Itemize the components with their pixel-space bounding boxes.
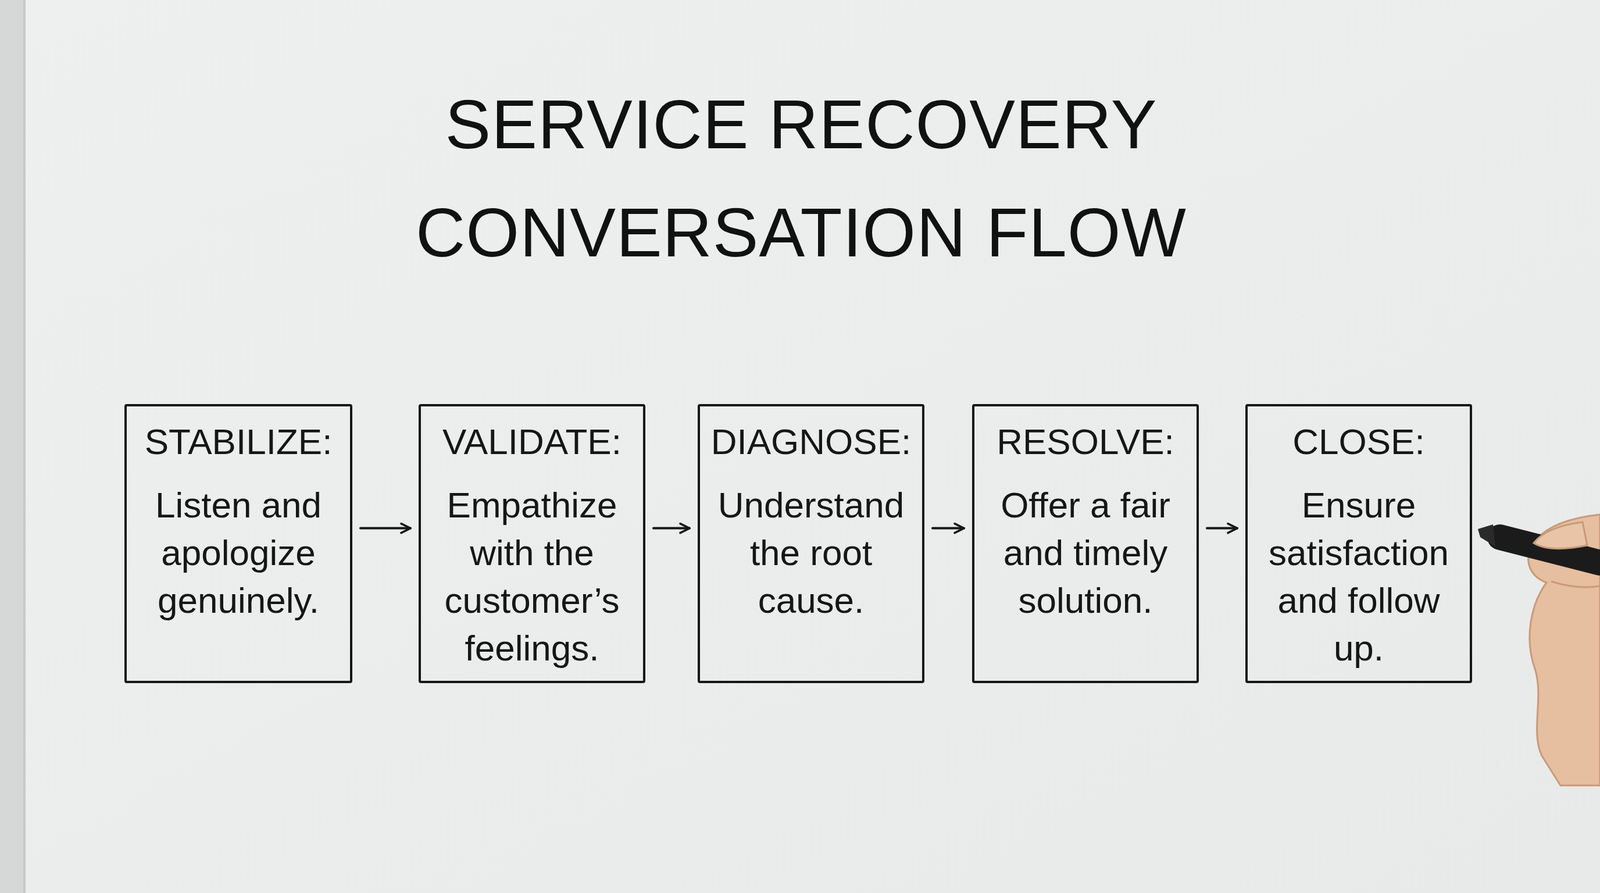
connectors — [360, 527, 1238, 529]
step-heading: DIAGNOSE: — [709, 419, 913, 464]
thumb — [1533, 522, 1588, 549]
process-box: CLOSE: Ensure satisfaction and follow up. — [1245, 404, 1473, 684]
step-description: Understand the root cause. — [709, 481, 913, 625]
step-description: Ensure satisfaction and follow up. — [1256, 481, 1461, 673]
step-heading: RESOLVE: — [983, 419, 1188, 464]
hand-with-marker — [1477, 514, 1600, 786]
process-box: RESOLVE: Offer a fair and timely solution… — [972, 404, 1199, 684]
flow-arrow — [1206, 527, 1238, 530]
step-description: Offer a fair and timely solution. — [983, 481, 1188, 625]
step-heading: VALIDATE: — [430, 419, 634, 464]
flow-arrow — [360, 527, 411, 530]
process-box: DIAGNOSE: Understand the root cause. — [697, 404, 925, 684]
process-box: STABILIZE: Listen and apologize genuinely… — [124, 404, 353, 684]
board-frame-edge — [23, 0, 26, 893]
flow-arrow — [932, 527, 964, 530]
diagram-title: SERVICE RECOVERY CONVERSATION FLOW — [365, 70, 1238, 287]
step-heading: CLOSE: — [1256, 419, 1461, 464]
step-description: Empathize with the customer’s feelings. — [430, 481, 634, 673]
step-description: Listen and apologize genuinely. — [136, 481, 341, 625]
finger-crease — [1551, 581, 1600, 588]
flow-arrow — [653, 527, 690, 530]
step-heading: STABILIZE: — [136, 419, 341, 464]
marker-tip — [1477, 524, 1496, 547]
board-frame — [0, 0, 24, 893]
process-box: VALIDATE: Empathize with the customer’s f… — [418, 404, 646, 684]
